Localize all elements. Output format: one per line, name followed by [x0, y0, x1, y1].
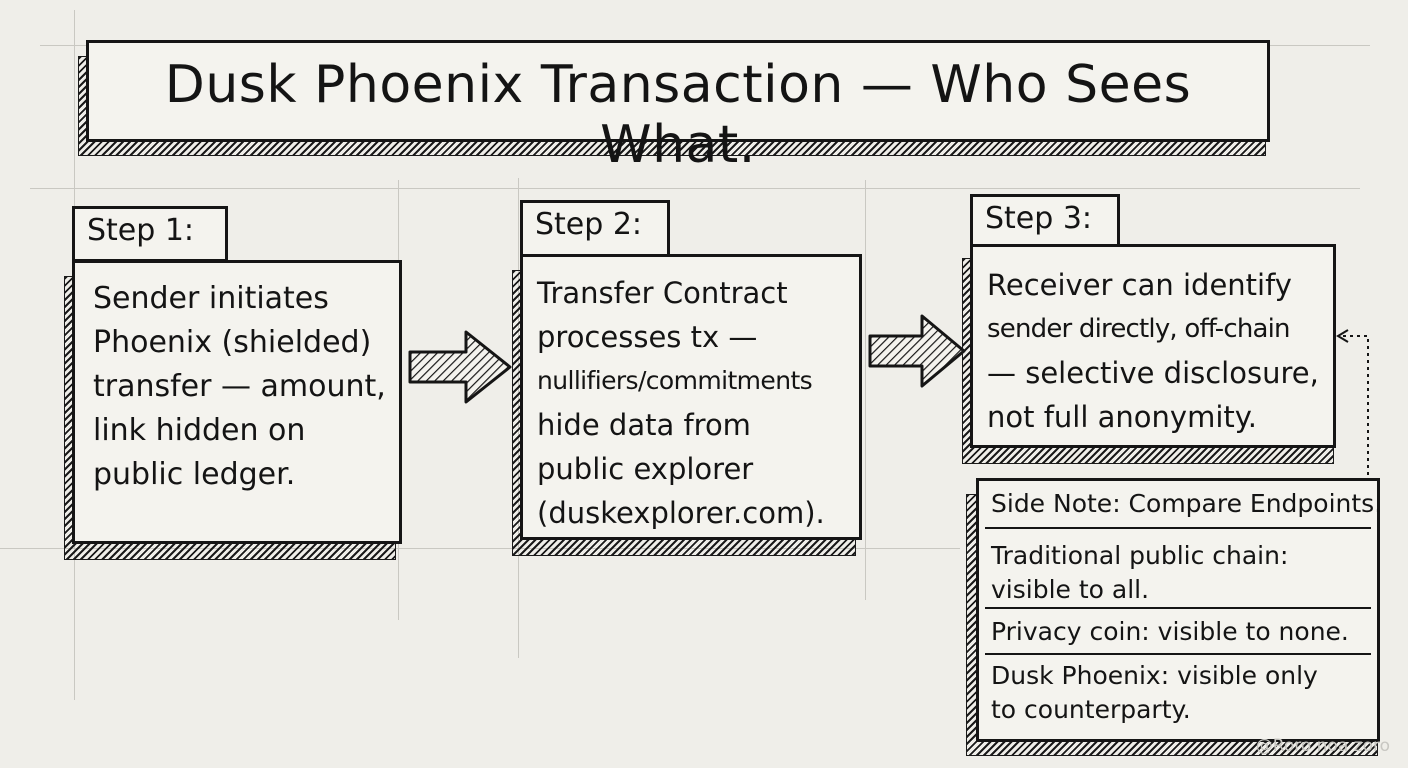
- side-note-row: Privacy coin: visible to none.: [991, 615, 1369, 649]
- side-note-line: Privacy coin: visible to none.: [991, 617, 1349, 646]
- step-1-line: transfer — amount,: [93, 369, 386, 404]
- step-3-line: — selective disclosure,: [987, 356, 1319, 390]
- step-2-line: hide data from: [537, 408, 751, 442]
- page-title: Dusk Phoenix Transaction — Who Sees What…: [164, 55, 1192, 175]
- step-2-line: Transfer Contract: [537, 276, 788, 310]
- step-3-line: not full anonymity.: [987, 400, 1257, 434]
- step-1-line: public ledger.: [93, 457, 296, 492]
- side-note-line: to counterparty.: [991, 695, 1191, 724]
- side-note-line: visible to all.: [991, 575, 1150, 604]
- step-1-box: Sender initiates Phoenix (shielded) tran…: [72, 260, 402, 544]
- step-1-line: link hidden on: [93, 413, 306, 448]
- step-1-text: Sender initiates Phoenix (shielded) tran…: [93, 277, 391, 497]
- step-3-label-box: Step 3:: [970, 194, 1120, 250]
- guide-line: [865, 180, 866, 600]
- guide-line: [30, 188, 1360, 189]
- side-note-divider: [985, 607, 1371, 609]
- watermark: @Roro noa zoro: [1255, 736, 1390, 756]
- step-3-text: Receiver can identify sender directly, o…: [987, 263, 1329, 439]
- title-box: Dusk Phoenix Transaction — Who Sees What…: [86, 40, 1270, 175]
- side-note-row: Dusk Phoenix: visible only to counterpar…: [991, 659, 1369, 727]
- right-arrow-icon: [868, 314, 966, 388]
- step-2-box: Transfer Contract processes tx — nullifi…: [520, 254, 862, 540]
- step-1-label-box: Step 1:: [72, 206, 228, 262]
- guide-line: [0, 548, 960, 549]
- side-note-heading: Side Note: Compare Endpoints.: [991, 489, 1383, 518]
- step-3-label: Step 3:: [985, 201, 1093, 236]
- step-2-text: Transfer Contract processes tx — nullifi…: [537, 271, 851, 535]
- side-note-box: Side Note: Compare Endpoints. Traditiona…: [976, 478, 1383, 742]
- side-note-divider: [985, 653, 1371, 655]
- step-2-label-box: Step 2:: [520, 200, 670, 258]
- step-1-label: Step 1:: [87, 213, 195, 248]
- step-2-line: nullifiers/commitments: [537, 366, 813, 395]
- side-note-line: Traditional public chain:: [991, 541, 1289, 570]
- dotted-connector-icon: [1336, 329, 1369, 482]
- side-note-row: Traditional public chain: visible to all…: [991, 539, 1369, 607]
- step-2-line: public explorer: [537, 452, 754, 486]
- side-note-divider: [985, 527, 1371, 529]
- step-2-label: Step 2:: [535, 207, 643, 242]
- step-1-line: Phoenix (shielded): [93, 325, 372, 360]
- right-arrow-icon: [408, 330, 512, 404]
- step-3-line: Receiver can identify: [987, 268, 1292, 302]
- step-1-line: Sender initiates: [93, 281, 329, 316]
- step-2-line: processes tx —: [537, 320, 758, 354]
- side-note-line: Dusk Phoenix: visible only: [991, 661, 1318, 690]
- step-2-line: (duskexplorer.com).: [537, 496, 825, 530]
- step-3-box: Receiver can identify sender directly, o…: [970, 244, 1336, 448]
- step-3-line: sender directly, off-chain: [987, 314, 1291, 344]
